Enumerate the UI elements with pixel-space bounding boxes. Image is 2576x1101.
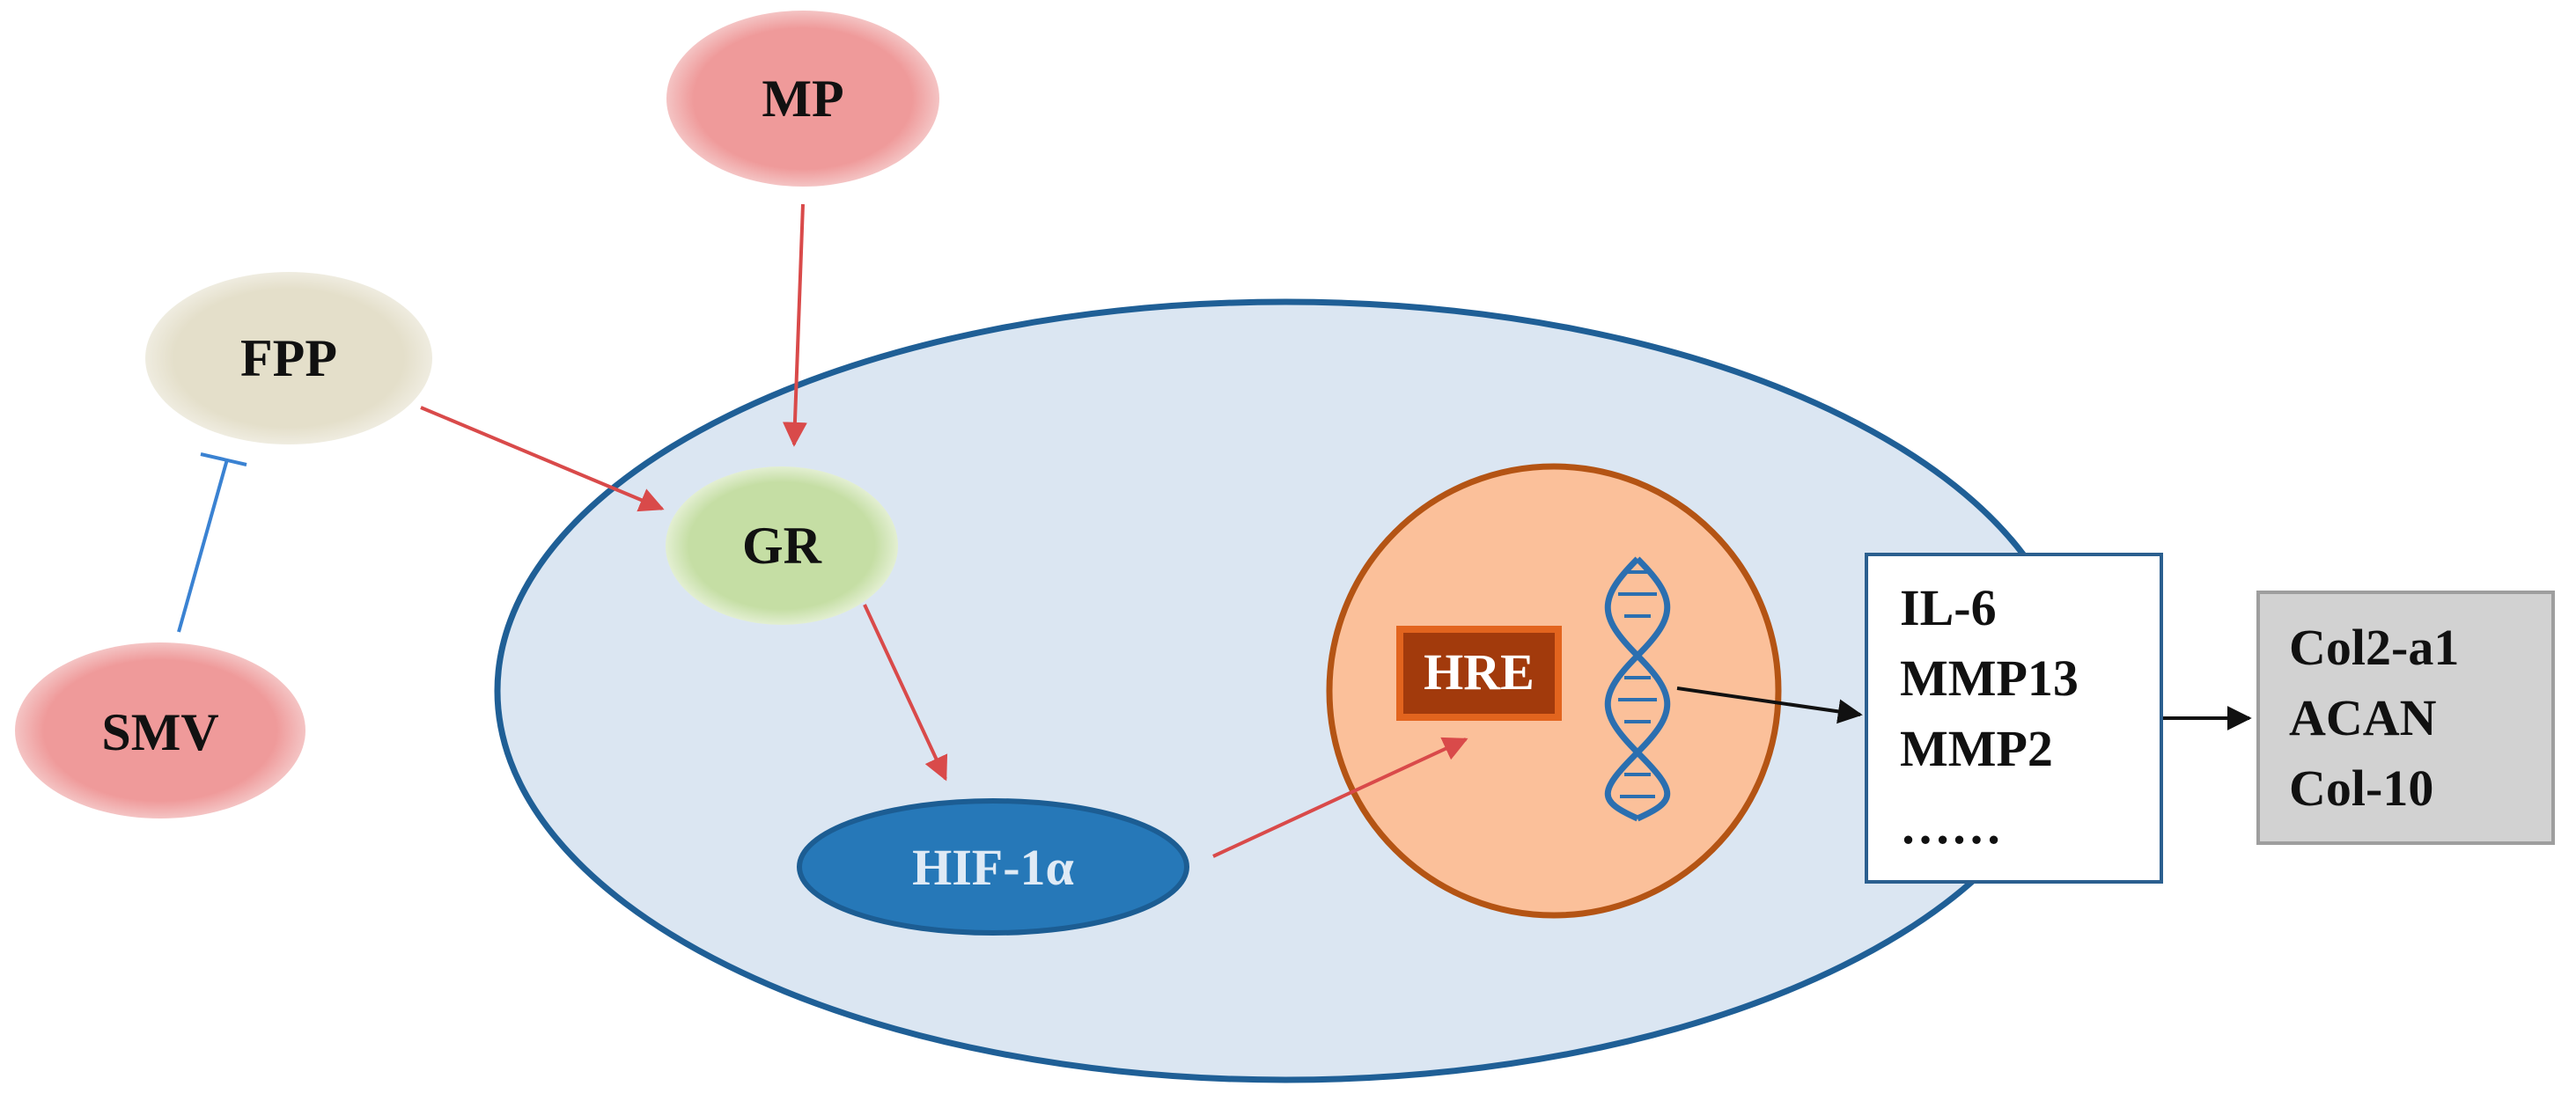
mp-label: MP <box>762 70 843 128</box>
gene-ellipsis: …… <box>1900 797 2002 855</box>
gr-label: GR <box>742 517 822 575</box>
marker-acan: ACAN <box>2289 689 2437 746</box>
dna-helix-icon <box>1604 556 1671 822</box>
gene-mmp13: MMP13 <box>1900 650 2079 707</box>
hre-box: HRE <box>1396 626 1562 721</box>
marker-col10: Col-10 <box>2289 760 2433 817</box>
inhibition-smv-fpp <box>177 452 247 633</box>
gene-mmp2: MMP2 <box>1900 720 2053 777</box>
arrow-fpp-to-gr <box>420 406 665 512</box>
arrow-mp-to-gr <box>782 203 807 447</box>
arrow-hif1a-to-hre <box>1212 737 1468 858</box>
arrow-hre-to-genes <box>1676 686 1863 724</box>
cell-membrane <box>494 298 2077 1083</box>
smv-node: SMV <box>15 642 305 818</box>
smv-label: SMV <box>101 703 218 761</box>
fpp-label: FPP <box>240 329 337 387</box>
fpp-node: FPP <box>145 272 432 444</box>
gr-node: GR <box>666 466 898 625</box>
mp-node: MP <box>666 11 939 187</box>
marker-col2a1: Col2-a1 <box>2289 619 2459 676</box>
hif1a-label: HIF-1α <box>912 839 1074 896</box>
arrow-gr-to-hif1a <box>863 604 948 782</box>
gene-il6: IL-6 <box>1900 579 1997 636</box>
cartilage-markers-box: Col2-a1 ACAN Col-10 <box>2256 591 2555 845</box>
hif1a-node: HIF-1α <box>797 798 1189 936</box>
target-genes-box: IL-6 MMP13 MMP2 …… <box>1865 553 2163 884</box>
hre-label: HRE <box>1424 643 1535 701</box>
